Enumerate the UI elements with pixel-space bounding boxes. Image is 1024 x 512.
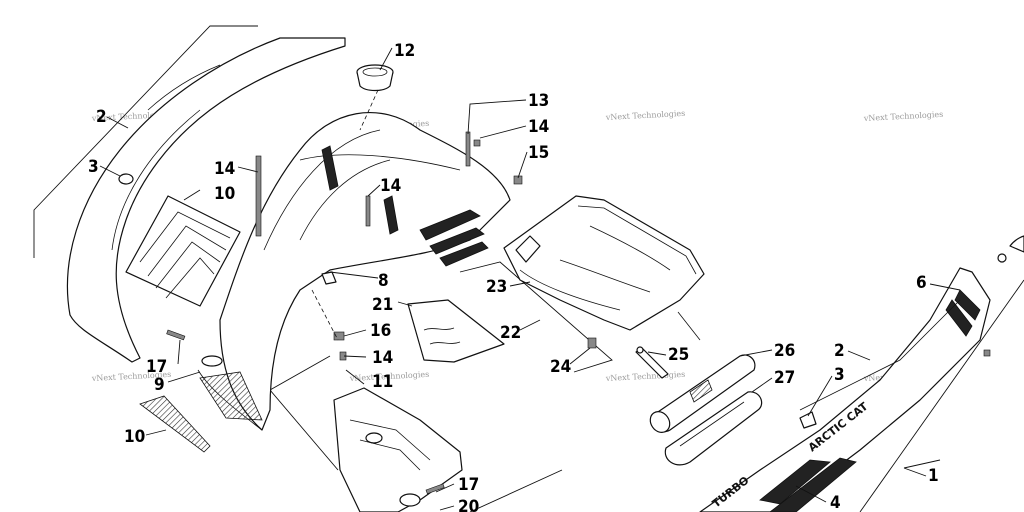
- leader-lines: [99, 47, 961, 511]
- callout-2: 2: [96, 107, 107, 127]
- windshield-trim: [66, 37, 346, 363]
- windscreen: [407, 299, 505, 363]
- watermark: vNext Technologies: [605, 370, 686, 383]
- callout-17: 17: [458, 475, 479, 495]
- vent-grille: [125, 195, 241, 307]
- callout-27: 27: [774, 368, 795, 388]
- assembly-frames: [33, 25, 1024, 512]
- callout-14: 14: [372, 348, 393, 368]
- callout-14: 14: [380, 176, 401, 196]
- lower-panel: [333, 387, 463, 512]
- watermark: vNext Technologies: [91, 370, 172, 383]
- callout-16: 16: [370, 321, 391, 341]
- screen-mesh: [139, 395, 211, 453]
- callout-1: 1: [928, 466, 939, 486]
- storage-tray: [503, 195, 705, 349]
- callout-14: 13: [528, 91, 549, 111]
- watermark: vNext Technologies: [863, 110, 944, 123]
- watermark: vNext Technologies: [605, 109, 686, 122]
- callout-11: 10: [214, 184, 235, 204]
- tool-holder: [664, 391, 763, 466]
- gauge-cap: [356, 64, 394, 92]
- callout-12: 11: [372, 372, 393, 392]
- callout-21: 21: [372, 295, 393, 315]
- grommet: [118, 173, 134, 185]
- side-panel: ARCTIC CAT TURBO: [699, 235, 1024, 512]
- callout-22: 22: [500, 323, 521, 343]
- hinge-pin: [635, 346, 669, 379]
- watermark: vNext Technologies: [349, 370, 430, 383]
- callout-13: 12: [394, 41, 415, 61]
- callout-20: 20: [458, 497, 479, 512]
- callout-23: 23: [486, 277, 507, 297]
- callout-24: 24: [550, 357, 571, 377]
- callout-10: 10: [124, 427, 145, 447]
- callout-labels: 2 3 10 14 12 14 8 17 9 10 21 16 14 11 17…: [88, 41, 939, 512]
- callout-3: 3: [88, 157, 99, 177]
- callout-6: 6: [916, 273, 927, 293]
- callout-2: 2: [834, 341, 845, 361]
- badge: [201, 355, 223, 367]
- callout-9: 9: [154, 375, 165, 395]
- callout-3: 3: [834, 365, 845, 385]
- callout-25: 25: [668, 345, 689, 365]
- hood-assembly: [197, 111, 511, 431]
- callout-15: 14: [528, 117, 549, 137]
- callout-14: 14: [214, 159, 235, 179]
- callout-8: 8: [378, 271, 389, 291]
- dashed-assembly-lines: [311, 89, 379, 341]
- callout-16: 15: [528, 143, 549, 163]
- callout-17: 17: [146, 357, 167, 377]
- callout-4: 4: [830, 493, 841, 512]
- callout-26: 26: [774, 341, 795, 361]
